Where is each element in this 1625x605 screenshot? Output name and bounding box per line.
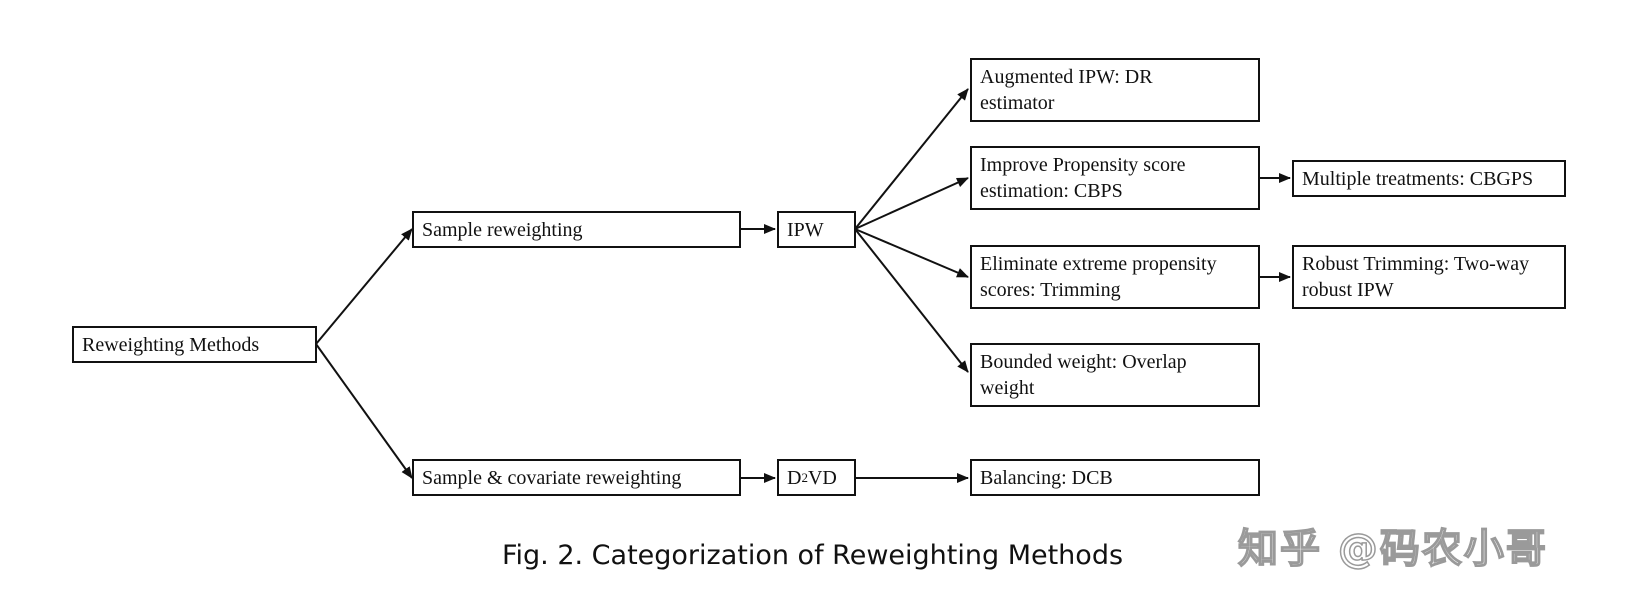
edge-ipw-to-augmented-ipw	[854, 88, 969, 230]
node-sample-covariate-reweighting: Sample & covariate reweighting	[412, 459, 741, 496]
node-eliminate-extreme-scores: Eliminate extreme propensity scores: Tri…	[970, 245, 1260, 309]
d2vd-prefix: D	[787, 466, 802, 489]
node-improve-propensity-score: Improve Propensity score estimation: CBP…	[970, 146, 1260, 210]
edge-ipw-to-eliminate-extreme	[854, 228, 969, 278]
d2vd-suffix: VD	[807, 466, 837, 489]
node-ipw: IPW	[777, 211, 856, 248]
node-bounded-weight: Bounded weight: Overlap weight	[970, 343, 1260, 407]
node-robust-trimming: Robust Trimming: Two-way robust IPW	[1292, 245, 1566, 309]
node-augmented-ipw: Augmented IPW: DR estimator	[970, 58, 1260, 122]
node-sample-reweighting: Sample reweighting	[412, 211, 741, 248]
node-reweighting-methods: Reweighting Methods	[72, 326, 317, 363]
watermark-text: 知乎 @码农小哥	[1237, 525, 1548, 573]
edge-root-to-sample-reweighting	[315, 228, 413, 345]
edge-ipw-to-bounded-weight	[854, 228, 969, 373]
node-balancing-dcb: Balancing: DCB	[970, 459, 1260, 496]
edge-ipw-to-improve-ps	[854, 177, 969, 230]
edge-root-to-sample-covariate	[315, 343, 413, 479]
node-multiple-treatments: Multiple treatments: CBGPS	[1292, 160, 1566, 197]
figure-caption: Fig. 2. Categorization of Reweighting Me…	[501, 540, 1124, 571]
